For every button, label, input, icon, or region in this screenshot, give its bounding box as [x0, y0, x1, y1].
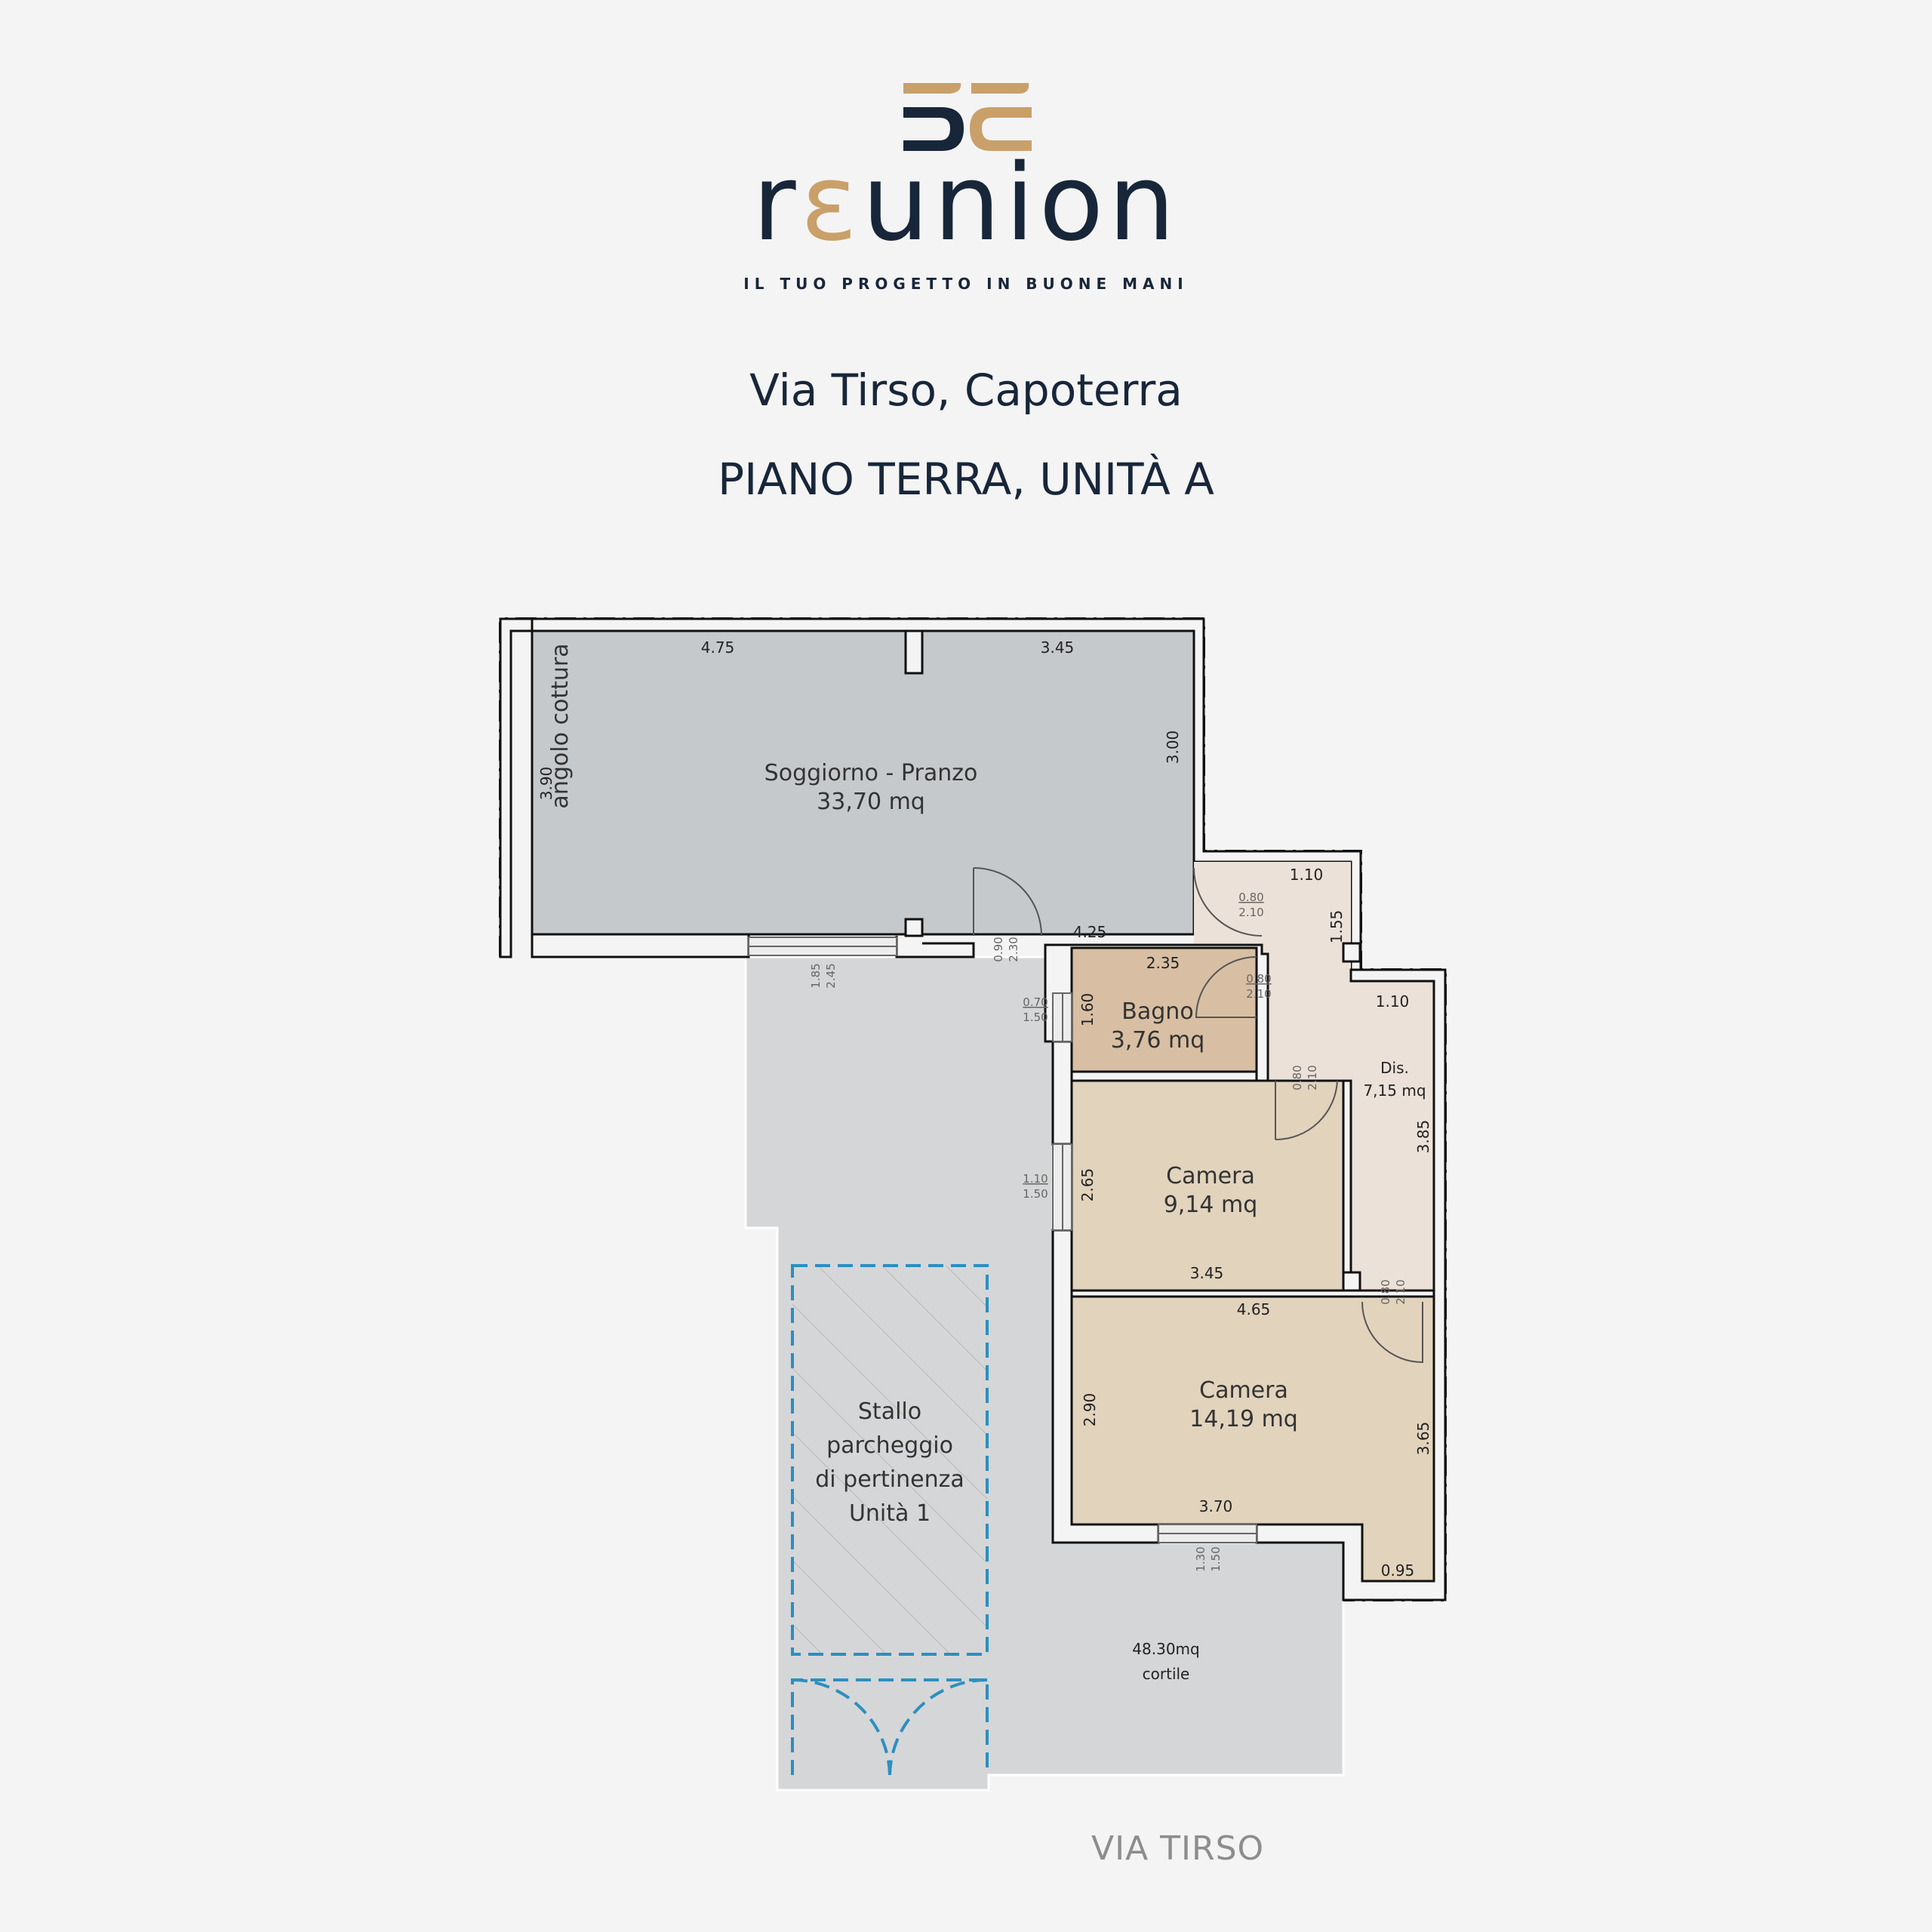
parking-line1: Stallo — [858, 1398, 921, 1425]
bagno-room — [1070, 946, 1258, 1073]
parking-line3: di pertinenza — [815, 1466, 964, 1493]
door-camera1-icon — [1275, 1080, 1338, 1141]
brand-tagline: IL TUO PROGETTO IN BUONE MANI — [743, 275, 1189, 293]
brand-name-prefix: r — [752, 142, 801, 265]
door-bagno-h: 2.10 — [1246, 987, 1271, 1001]
dim-soggiorno-right: 3.00 — [1164, 731, 1182, 764]
door-bagno-icon — [1195, 956, 1257, 1018]
courtyard-area-label: 48.30mq — [1132, 1640, 1199, 1658]
door-soggiorno-h: 2.30 — [1007, 937, 1020, 961]
parking-stall — [791, 1264, 989, 1656]
camera2-area: 14,19 mq — [1189, 1406, 1298, 1432]
dim-dis-height: 3.85 — [1414, 1120, 1432, 1154]
logo-mark-icon — [903, 83, 1032, 151]
camera1-area: 9,14 mq — [1164, 1192, 1258, 1218]
door-camera1-h: 2.10 — [1306, 1065, 1319, 1090]
courtyard-name: cortile — [1143, 1665, 1190, 1683]
dim-soggiorno-top-right: 3.45 — [1041, 638, 1075, 657]
door-bagno-w: 0.80 — [1246, 972, 1271, 986]
dim-soggiorno-top-left: 4.75 — [701, 638, 735, 657]
dis-area: 7,15 mq — [1363, 1081, 1426, 1100]
door-soggiorno-w: 0.90 — [992, 937, 1005, 961]
street-label: VIA TIRSO — [1091, 1829, 1265, 1868]
window-bagno-w: 0.70 — [1023, 995, 1048, 1009]
soggiorno-area: 33,70 mq — [817, 789, 925, 815]
dis-name: Dis. — [1380, 1059, 1409, 1077]
dim-soggiorno-left: 3.90 — [537, 767, 555, 801]
dim-camera2-right: 3.65 — [1414, 1422, 1432, 1456]
page-title-unit: PIANO TERRA, UNITÀ A — [718, 454, 1214, 505]
dim-camera1-width: 3.45 — [1190, 1264, 1224, 1282]
door-soggiorno-icon — [973, 867, 1042, 937]
brand-name-accent: ε — [800, 142, 863, 265]
soggiorno-name: Soggiorno - Pranzo — [764, 760, 978, 786]
door-dis-top-w: 0.80 — [1238, 891, 1263, 904]
kitchen-label: angolo cottura — [547, 643, 574, 808]
brand-wordmark: rεunion — [0, 151, 1932, 257]
dim-dis-top: 1.10 — [1290, 866, 1324, 884]
dim-corner-bottom: 0.95 — [1381, 1561, 1415, 1580]
window-camera2-h: 1.50 — [1209, 1546, 1223, 1571]
bagno-area: 3,76 mq — [1111, 1027, 1205, 1054]
dim-camera2-left: 2.90 — [1081, 1393, 1099, 1427]
dim-camera2-top: 4.65 — [1237, 1300, 1271, 1318]
door-camera2-w: 0.80 — [1379, 1279, 1392, 1304]
camera2-name: Camera — [1199, 1377, 1288, 1404]
window-soggiorno-h: 2.45 — [824, 963, 838, 988]
parking-line4: Unità 1 — [849, 1500, 931, 1527]
brand-name-suffix: union — [862, 142, 1180, 265]
dim-dis-notch: 1.55 — [1327, 910, 1346, 944]
dis-room — [1194, 862, 1434, 1291]
door-dis-top-icon — [1193, 867, 1263, 937]
bagno-name: Bagno — [1121, 998, 1193, 1025]
window-camera1-w: 1.10 — [1023, 1172, 1048, 1186]
dim-dis-width: 1.10 — [1376, 992, 1410, 1011]
window-bagno-h: 1.50 — [1023, 1011, 1048, 1024]
door-camera1-w: 0.80 — [1291, 1065, 1304, 1090]
camera1-name: Camera — [1166, 1163, 1255, 1189]
page-title-address: Via Tirso, Capoterra — [749, 365, 1183, 416]
dim-bagno-width: 2.35 — [1146, 954, 1180, 972]
parking-line2: parcheggio — [826, 1432, 953, 1459]
door-camera2-icon — [1361, 1301, 1423, 1364]
dim-camera1-height: 2.65 — [1078, 1168, 1097, 1202]
window-camera2-w: 1.30 — [1194, 1546, 1208, 1571]
window-soggiorno-w: 1.85 — [809, 963, 823, 988]
gate-icon — [791, 1678, 989, 1776]
door-dis-top-h: 2.10 — [1238, 906, 1263, 919]
dim-camera2-bottom: 3.70 — [1199, 1497, 1233, 1515]
door-camera2-h: 2.10 — [1394, 1279, 1407, 1304]
dim-bagno-top: 4.25 — [1073, 923, 1107, 941]
dim-bagno-height: 1.60 — [1078, 993, 1097, 1027]
window-camera1-h: 1.50 — [1023, 1187, 1048, 1201]
soggiorno-room — [531, 629, 1195, 936]
